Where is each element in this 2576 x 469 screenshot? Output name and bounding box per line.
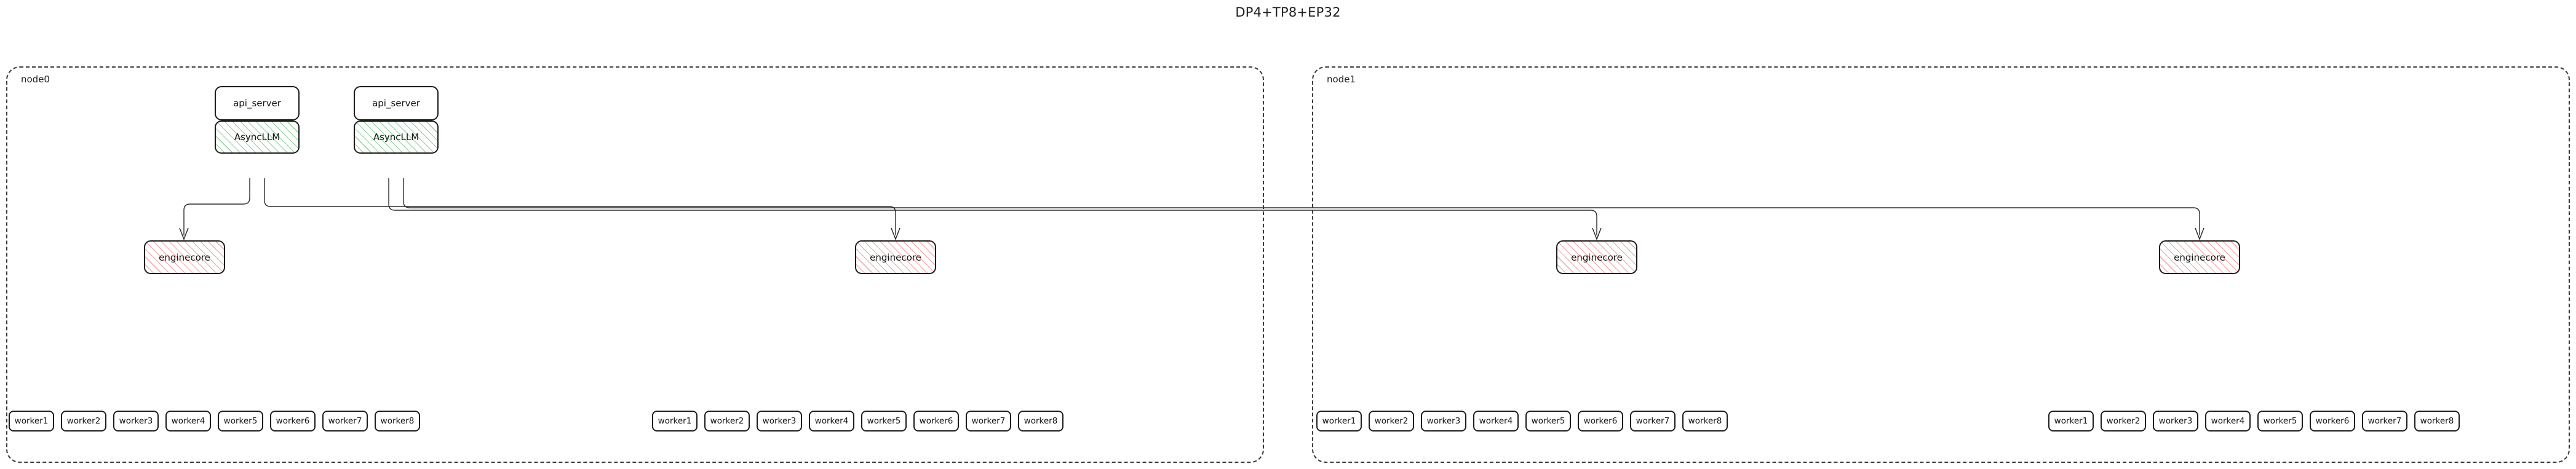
- node-label-node1: node1: [1327, 74, 1356, 85]
- worker-box[interactable]: worker5: [1525, 411, 1571, 432]
- worker-label: worker2: [1374, 416, 1409, 426]
- enginecore-box[interactable]: enginecore: [855, 240, 936, 274]
- worker-label: worker2: [710, 416, 744, 426]
- worker-box[interactable]: worker8: [375, 411, 420, 432]
- worker-label: worker7: [1636, 416, 1670, 426]
- worker-box[interactable]: worker2: [61, 411, 106, 432]
- worker-box[interactable]: worker6: [2310, 411, 2355, 432]
- api-server-box[interactable]: api_server: [215, 86, 300, 120]
- enginecore-box[interactable]: enginecore: [2159, 240, 2240, 274]
- wire-a2-e3: [403, 178, 2200, 235]
- worker-box[interactable]: worker2: [704, 411, 750, 432]
- worker-label: worker2: [66, 416, 101, 426]
- worker-label: worker1: [14, 416, 49, 426]
- api-server-box[interactable]: api_server: [354, 86, 439, 120]
- api-server-label: api_server: [233, 98, 281, 109]
- worker-label: worker5: [867, 416, 901, 426]
- wire-a2-e2: [388, 178, 1597, 235]
- worker-box[interactable]: worker7: [2362, 411, 2407, 432]
- worker-box[interactable]: worker5: [861, 411, 907, 432]
- worker-box[interactable]: worker6: [913, 411, 959, 432]
- worker-box[interactable]: worker2: [2101, 411, 2146, 432]
- enginecore-label: enginecore: [870, 251, 921, 263]
- worker-label: worker5: [1531, 416, 1565, 426]
- worker-label: worker7: [328, 416, 362, 426]
- async-llm-box[interactable]: AsyncLLM: [215, 120, 300, 154]
- worker-box[interactable]: worker5: [218, 411, 263, 432]
- worker-label: worker3: [119, 416, 153, 426]
- async-llm-box[interactable]: AsyncLLM: [354, 120, 439, 154]
- worker-box[interactable]: worker1: [9, 411, 54, 432]
- node-label-node0: node0: [21, 74, 50, 85]
- enginecore-box[interactable]: enginecore: [1556, 240, 1637, 274]
- worker-box[interactable]: worker3: [113, 411, 159, 432]
- node-container-node1: node1: [1312, 66, 2570, 463]
- arrowhead-a1-e0: [179, 227, 189, 241]
- worker-label: worker4: [1479, 416, 1513, 426]
- worker-label: worker8: [380, 416, 415, 426]
- enginecore-label: enginecore: [159, 251, 210, 263]
- worker-box[interactable]: worker7: [1630, 411, 1676, 432]
- arrowhead-a2-e2: [1592, 227, 1602, 241]
- worker-box[interactable]: worker6: [1578, 411, 1623, 432]
- worker-box[interactable]: worker5: [2257, 411, 2303, 432]
- worker-label: worker1: [1322, 416, 1356, 426]
- worker-label: worker3: [762, 416, 797, 426]
- worker-box[interactable]: worker7: [966, 411, 1011, 432]
- enginecore-box[interactable]: enginecore: [144, 240, 225, 274]
- node-container-node0: node0: [6, 66, 1264, 463]
- worker-label: worker6: [276, 416, 310, 426]
- worker-label: worker5: [223, 416, 258, 426]
- async-llm-label: AsyncLLM: [234, 132, 280, 143]
- worker-box[interactable]: worker4: [2205, 411, 2251, 432]
- worker-label: worker8: [1688, 416, 1722, 426]
- worker-box[interactable]: worker8: [1682, 411, 1728, 432]
- worker-label: worker4: [814, 416, 849, 426]
- arrowhead-a1-e1: [891, 227, 900, 241]
- worker-box[interactable]: worker8: [2414, 411, 2460, 432]
- worker-label: worker4: [2211, 416, 2245, 426]
- worker-box[interactable]: worker3: [1421, 411, 1466, 432]
- wire-a1-e0: [183, 178, 250, 235]
- api-server-label: api_server: [372, 98, 420, 109]
- worker-box[interactable]: worker4: [809, 411, 854, 432]
- page-title: DP4+TP8+EP32: [1235, 5, 1341, 20]
- worker-label: worker3: [2158, 416, 2193, 426]
- worker-box[interactable]: worker6: [270, 411, 316, 432]
- worker-box[interactable]: worker1: [652, 411, 698, 432]
- worker-label: worker3: [1426, 416, 1461, 426]
- worker-box[interactable]: worker7: [322, 411, 368, 432]
- worker-label: worker6: [2315, 416, 2350, 426]
- worker-label: worker7: [2367, 416, 2402, 426]
- worker-label: worker4: [171, 416, 205, 426]
- async-llm-label: AsyncLLM: [373, 132, 419, 143]
- worker-label: worker7: [971, 416, 1006, 426]
- enginecore-label: enginecore: [2174, 251, 2225, 263]
- enginecore-label: enginecore: [1571, 251, 1623, 263]
- worker-box[interactable]: worker3: [757, 411, 802, 432]
- worker-box[interactable]: worker4: [1473, 411, 1519, 432]
- arrowhead-a2-e3: [2195, 227, 2204, 241]
- worker-label: worker1: [2054, 416, 2088, 426]
- worker-box[interactable]: worker3: [2153, 411, 2198, 432]
- worker-label: worker8: [2420, 416, 2454, 426]
- worker-label: worker6: [919, 416, 953, 426]
- worker-label: worker5: [2263, 416, 2297, 426]
- worker-label: worker8: [1024, 416, 1058, 426]
- worker-label: worker6: [1583, 416, 1618, 426]
- worker-box[interactable]: worker1: [1316, 411, 1362, 432]
- worker-label: worker2: [2106, 416, 2141, 426]
- worker-label: worker1: [658, 416, 692, 426]
- worker-box[interactable]: worker1: [2048, 411, 2094, 432]
- worker-box[interactable]: worker4: [165, 411, 211, 432]
- worker-box[interactable]: worker8: [1018, 411, 1063, 432]
- worker-box[interactable]: worker2: [1369, 411, 1414, 432]
